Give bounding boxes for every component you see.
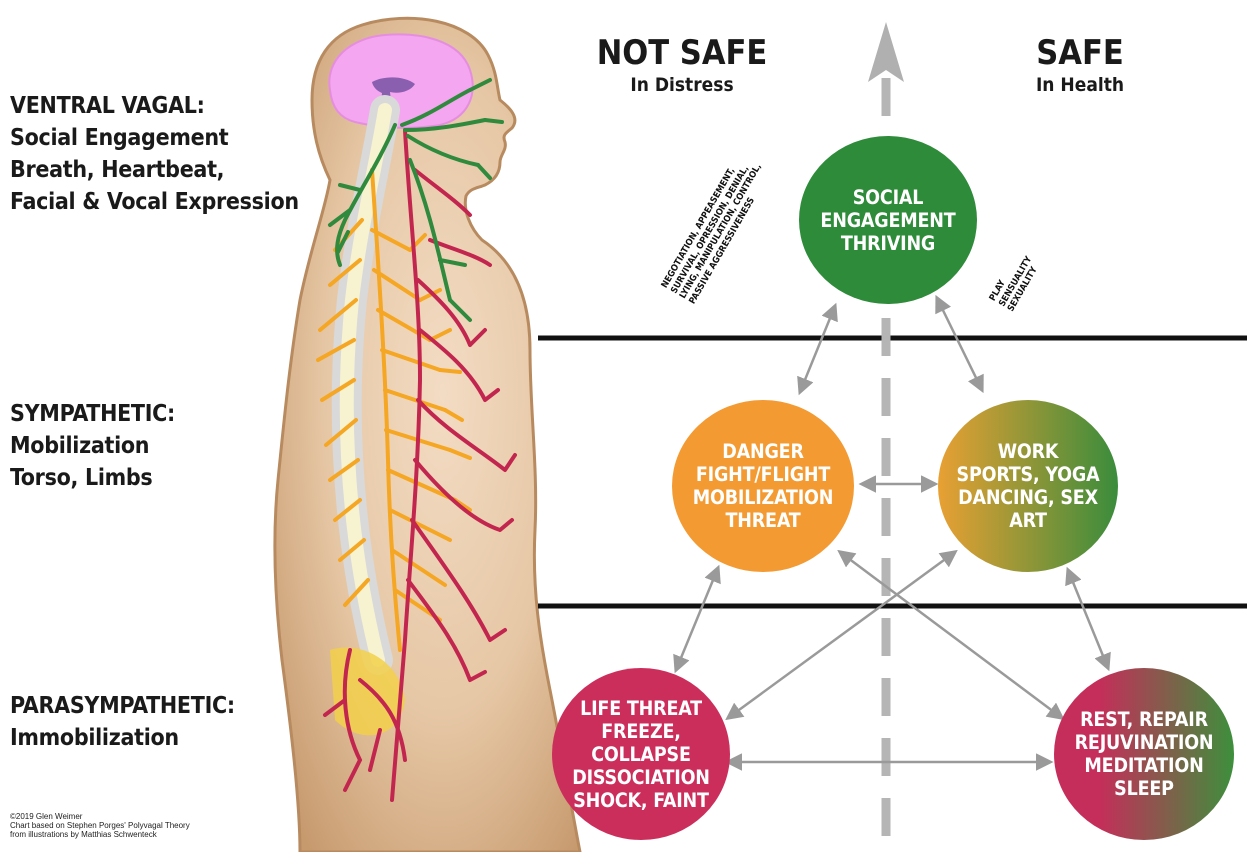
rest-line-1: REST, REPAIR [1080,708,1208,731]
social-line-2: ENGAGEMENT [820,209,955,232]
rest-line-2: REJUVINATION [1075,731,1214,754]
circle-work: WORK SPORTS, YOGA DANCING, SEX ART [938,400,1118,572]
parasympathetic-line-1: Immobilization [10,722,235,754]
credit-line-3: from illustrations by Matthias Schwentec… [10,830,190,839]
work-line-1: WORK [998,440,1059,463]
parasympathetic-title: PARASYMPATHETIC: [10,690,235,722]
rest-line-3: MEDITATION [1084,754,1203,777]
sympathetic-title: SYMPATHETIC: [10,398,175,430]
ventral-line-1: Social Engagement [10,122,299,154]
body-silhouette-icon [275,18,580,852]
safe-title: SAFE [980,34,1180,72]
life-line-1: LIFE THREAT [580,697,702,720]
rest-line-4: SLEEP [1114,777,1174,800]
header-safe: SAFE In Health [980,34,1180,98]
credit-text: ©2019 Glen Weimer Chart based on Stephen… [10,812,190,839]
not-safe-title: NOT SAFE [582,34,782,72]
header-not-safe: NOT SAFE In Distress [582,34,782,98]
life-line-2: FREEZE, COLLAPSE [552,720,730,766]
ventral-title: VENTRAL VAGAL: [10,90,299,122]
social-line-3: THRIVING [841,232,935,255]
ventral-line-2: Breath, Heartbeat, [10,154,299,186]
sympathetic-line-1: Mobilization [10,430,175,462]
danger-line-3: MOBILIZATION [693,486,833,509]
label-parasympathetic: PARASYMPATHETIC: Immobilization [10,690,235,754]
safe-subtitle: In Health [980,72,1180,98]
label-sympathetic: SYMPATHETIC: Mobilization Torso, Limbs [10,398,175,494]
not-safe-subtitle: In Distress [582,72,782,98]
work-line-4: ART [1009,509,1047,532]
social-line-1: SOCIAL [853,186,924,209]
sympathetic-line-2: Torso, Limbs [10,462,175,494]
circle-rest-repair: REST, REPAIR REJUVINATION MEDITATION SLE… [1054,668,1234,840]
life-line-4: SHOCK, FAINT [573,789,709,812]
credit-line-1: ©2019 Glen Weimer [10,812,190,821]
danger-line-2: FIGHT/FLIGHT [696,463,830,486]
work-line-2: SPORTS, YOGA [957,463,1100,486]
credit-line-2: Chart based on Stephen Porges' Polyvagal… [10,821,190,830]
danger-line-4: THREAT [726,509,801,532]
circle-danger: DANGER FIGHT/FLIGHT MOBILIZATION THREAT [672,400,854,572]
circle-social-engagement: SOCIAL ENGAGEMENT THRIVING [799,136,977,304]
work-line-3: DANCING, SEX [958,486,1098,509]
life-line-3: DISSOCIATION [572,766,710,789]
label-ventral-vagal: VENTRAL VAGAL: Social Engagement Breath,… [10,90,299,218]
up-arrow-icon [868,22,904,82]
ventral-line-3: Facial & Vocal Expression [10,186,299,218]
danger-line-1: DANGER [722,440,804,463]
circle-life-threat: LIFE THREAT FREEZE, COLLAPSE DISSOCIATIO… [552,668,730,840]
